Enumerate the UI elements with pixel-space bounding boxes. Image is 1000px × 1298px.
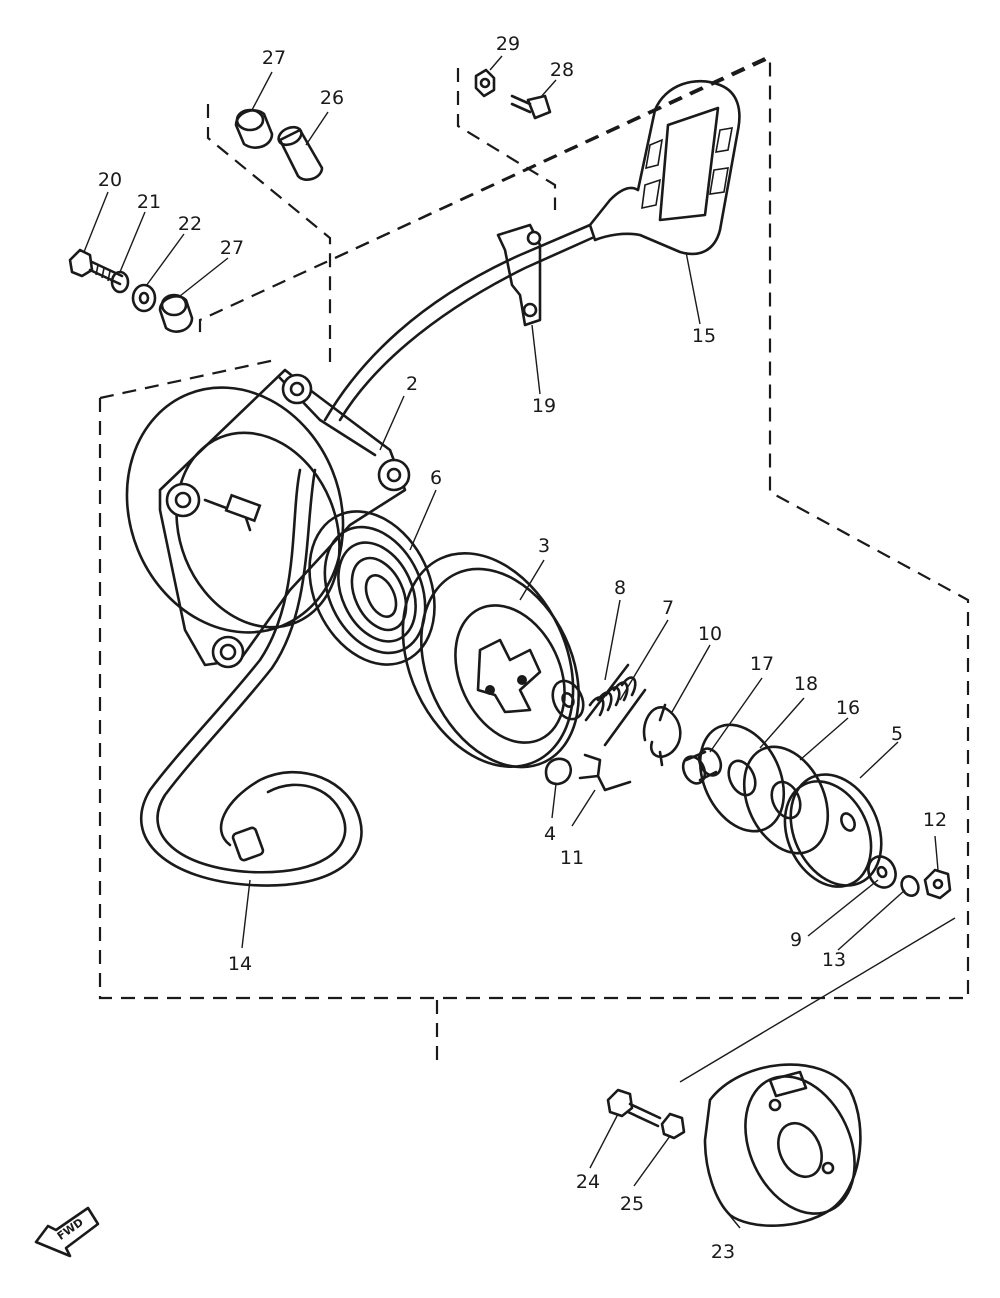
- callout-24: 24: [576, 1171, 600, 1193]
- washer-22: [131, 283, 157, 313]
- callout-19: 19: [532, 395, 556, 417]
- spring-7: [584, 663, 647, 747]
- starter-case: [125, 368, 411, 669]
- spring-11: [578, 753, 632, 792]
- starter-handle: [588, 79, 741, 256]
- callout-labels: 2 3 4 5 6 7 8 9 10 11 12 13 14 15 16 17 …: [98, 33, 947, 1263]
- callout-27-top: 27: [262, 47, 286, 69]
- collar-26: [277, 125, 324, 181]
- callout-14: 14: [228, 953, 252, 975]
- callout-29: 29: [496, 33, 520, 55]
- callout-22: 22: [178, 213, 202, 235]
- callout-9: 9: [790, 929, 802, 951]
- pawl-4: [544, 757, 572, 786]
- assembly-boundary: [98, 56, 970, 1000]
- callout-18: 18: [794, 673, 818, 695]
- callout-23: 23: [711, 1241, 735, 1263]
- callout-15: 15: [692, 325, 716, 347]
- bolt-group-boundary: [456, 68, 557, 210]
- washer-8: [551, 679, 585, 721]
- handle-group-boundary: [334, 57, 766, 259]
- callout-5: 5: [891, 723, 903, 745]
- callout-17: 17: [750, 653, 774, 675]
- callout-6: 6: [430, 467, 442, 489]
- bolt-20: [68, 248, 124, 286]
- recoil-spring: [308, 510, 436, 666]
- bushing-27-upper: [234, 108, 274, 149]
- ratchet-5: [783, 773, 883, 888]
- nut-29: [474, 68, 496, 98]
- drive-pulley: [401, 551, 580, 769]
- washer-9: [867, 855, 897, 889]
- callout-2: 2: [406, 373, 418, 395]
- callout-16: 16: [836, 697, 860, 719]
- callout-11: 11: [560, 847, 584, 869]
- nut-12: [923, 868, 952, 900]
- washer-25: [660, 1112, 686, 1140]
- starter-rope: [139, 223, 594, 887]
- bolt-28: [510, 94, 552, 120]
- callout-25: 25: [620, 1193, 644, 1215]
- callout-21: 21: [137, 191, 161, 213]
- callout-13: 13: [822, 949, 846, 971]
- spring-10: [642, 703, 682, 767]
- callout-8: 8: [614, 577, 626, 599]
- bushing-group-boundary: [206, 104, 332, 320]
- forward-arrow-icon: FWD: [34, 1206, 100, 1258]
- callout-27-side: 27: [220, 237, 244, 259]
- plate-18: [698, 723, 786, 833]
- callout-10: 10: [698, 623, 722, 645]
- callout-12: 12: [923, 809, 947, 831]
- callout-26: 26: [320, 87, 344, 109]
- washer-13: [900, 875, 920, 897]
- plate-16: [742, 745, 830, 855]
- bushing-27-lower: [158, 293, 194, 333]
- callout-20: 20: [98, 169, 122, 191]
- callout-28: 28: [550, 59, 574, 81]
- leader-lines: [83, 55, 956, 1229]
- callout-3: 3: [538, 535, 550, 557]
- bolt-24: [606, 1088, 662, 1128]
- rope-guide: [496, 223, 542, 327]
- callout-7: 7: [662, 597, 674, 619]
- callout-4: 4: [544, 823, 556, 845]
- starter-cup: [703, 1063, 862, 1227]
